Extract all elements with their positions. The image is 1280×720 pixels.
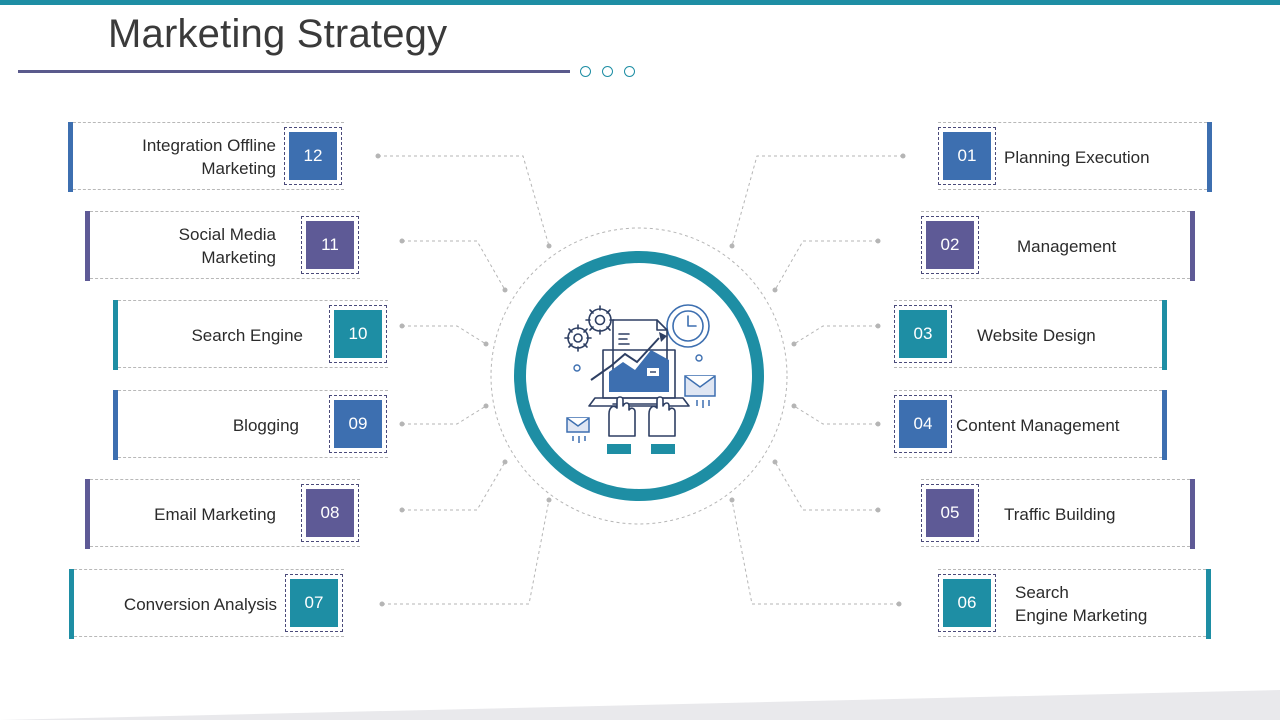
item-label: Planning Execution	[1004, 147, 1150, 167]
item-number-badge: 01	[943, 132, 991, 180]
digital-marketing-laptop-icon	[514, 251, 764, 501]
item-number-badge: 11	[306, 221, 354, 269]
item-number-frame: 05	[921, 484, 979, 542]
item-label: Search Engine Marketing	[1015, 583, 1148, 625]
strategy-item-11[interactable]: Social Media Marketing 11	[85, 211, 360, 281]
item-label: Social Media Marketing	[178, 225, 276, 267]
item-number-frame: 02	[921, 216, 979, 274]
item-accent-bar	[1162, 300, 1167, 370]
item-accent-bar	[113, 390, 118, 460]
strategy-item-01[interactable]: 01 Planning Execution	[938, 122, 1212, 192]
strategy-item-10[interactable]: Search Engine 10	[113, 300, 388, 370]
decorative-dot	[624, 66, 635, 77]
gear-icon	[564, 305, 615, 352]
strategy-item-12[interactable]: Integration Offline Marketing 12	[68, 122, 344, 192]
item-accent-bar	[1207, 122, 1212, 192]
item-number-frame: 03	[894, 305, 952, 363]
item-label: Conversion Analysis	[123, 594, 277, 614]
item-number-badge: 05	[926, 489, 974, 537]
item-number-frame: 08	[301, 484, 359, 542]
item-number-frame: 10	[329, 305, 387, 363]
strategy-item-07[interactable]: Conversion Analysis 07	[69, 569, 344, 639]
item-accent-bar	[85, 211, 90, 281]
mail-icon	[566, 375, 716, 433]
strategy-item-03[interactable]: 03 Website Design	[894, 300, 1167, 370]
item-number-frame: 07	[285, 574, 343, 632]
item-label: Search Engine	[191, 325, 303, 345]
item-number-badge: 03	[899, 310, 947, 358]
item-label: Management	[1017, 236, 1117, 256]
item-label: Traffic Building	[1004, 504, 1116, 524]
item-number-badge: 09	[334, 400, 382, 448]
item-accent-bar	[1162, 390, 1167, 460]
item-accent-bar	[1190, 211, 1195, 281]
item-accent-bar	[1190, 479, 1195, 549]
item-label: Content Management	[956, 415, 1120, 435]
item-number-frame: 04	[894, 395, 952, 453]
item-number-frame: 09	[329, 395, 387, 453]
strategy-item-05[interactable]: 05 Traffic Building	[921, 479, 1195, 549]
item-number-badge: 08	[306, 489, 354, 537]
top-accent-bar	[0, 0, 1280, 5]
item-number-badge: 10	[334, 310, 382, 358]
item-number-frame: 01	[938, 127, 996, 185]
strategy-item-09[interactable]: Blogging 09	[113, 390, 388, 460]
item-number-badge: 07	[290, 579, 338, 627]
item-number-badge: 04	[899, 400, 947, 448]
title-divider	[18, 70, 570, 73]
item-accent-bar	[1206, 569, 1211, 639]
page-title: Marketing Strategy	[108, 12, 448, 56]
decorative-dot	[580, 66, 591, 77]
item-number-badge: 06	[943, 579, 991, 627]
strategy-item-04[interactable]: 04 Content Management	[894, 390, 1167, 460]
item-number-frame: 12	[284, 127, 342, 185]
item-number-frame: 06	[938, 574, 996, 632]
strategy-item-08[interactable]: Email Marketing 08	[85, 479, 360, 549]
item-label: Email Marketing	[154, 504, 276, 524]
strategy-item-06[interactable]: 06 Search Engine Marketing	[938, 569, 1211, 639]
item-number-frame: 11	[301, 216, 359, 274]
item-accent-bar	[68, 122, 73, 192]
decorative-dot	[602, 66, 613, 77]
item-number-badge: 02	[926, 221, 974, 269]
strategy-item-02[interactable]: 02 Management	[921, 211, 1195, 281]
item-label: Website Design	[977, 325, 1096, 345]
item-accent-bar	[113, 300, 118, 370]
item-label: Blogging	[232, 415, 299, 435]
item-accent-bar	[69, 569, 74, 639]
item-accent-bar	[85, 479, 90, 549]
item-label: Integration Offline Marketing	[142, 136, 276, 178]
item-number-badge: 12	[289, 132, 337, 180]
